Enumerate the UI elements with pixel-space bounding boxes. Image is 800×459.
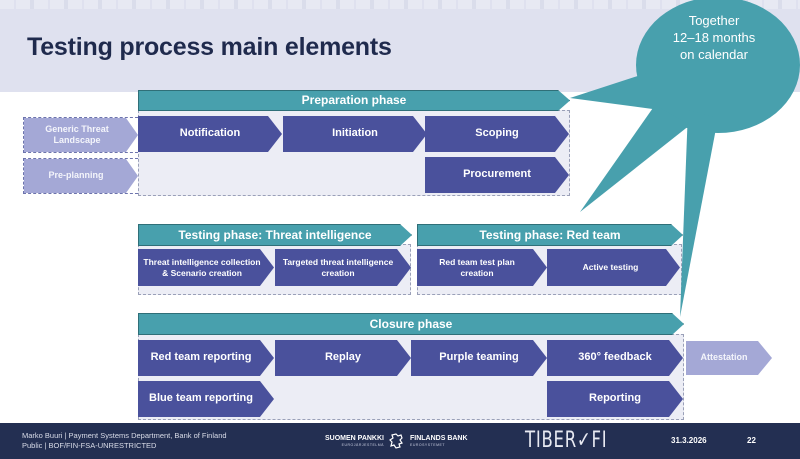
callout-line-1: Together (688, 13, 740, 28)
callout-tail-closure (680, 110, 718, 317)
callout-line-3: on calendar (680, 47, 748, 62)
pre-planning-outline (23, 158, 138, 194)
pre-generic-threat-landscape: Generic Threat Landscape (24, 118, 138, 152)
footer-date: 31.3.2026 (671, 436, 707, 445)
step-initiation: Initiation (283, 116, 427, 152)
closure-phase-banner: Closure phase (138, 313, 684, 335)
step-procurement: Procurement (425, 157, 569, 193)
generic-threat-landscape-outline (23, 117, 138, 153)
step-ti-collection: Threat intelligence collection & Scenari… (138, 249, 274, 286)
callout-line-2: 12–18 months (672, 30, 756, 45)
bank-sub-sv: EUROSYSTEMET (409, 443, 445, 447)
slide-title: Testing process main elements (27, 33, 392, 61)
step-scoping: Scoping (425, 116, 569, 152)
tiber-fi-logo: TIBER✓FI (525, 428, 608, 453)
footer-author: Marko Buuri | Payment Systems Department… (22, 431, 227, 440)
header-pattern (0, 0, 800, 9)
footer-classification: Public | BOF/FIN-FSA-UNRESTRICTED (22, 441, 157, 450)
pre-pre-planning: Pre-planning (24, 159, 138, 193)
post-attestation: Attestation (686, 341, 772, 375)
footer: Marko Buuri | Payment Systems Department… (0, 423, 800, 459)
step-purple-teaming: Purple teaming (411, 340, 547, 376)
step-red-team-plan: Red team test plan creation (417, 249, 547, 286)
step-blue-team-reporting: Blue team reporting (138, 381, 274, 417)
step-reporting: Reporting (547, 381, 683, 417)
testing-rt-phase-banner: Testing phase: Red team (417, 224, 683, 246)
step-active-testing: Active testing (547, 249, 680, 286)
bank-of-finland-logo: SUOMEN PANKKI EUROJÄRJESTELMÄ FINLANDS B… (325, 432, 468, 450)
step-red-team-reporting: Red team reporting (138, 340, 274, 376)
bank-sub-fi: EUROJÄRJESTELMÄ (341, 443, 384, 447)
bank-name-sv: FINLANDS BANK (409, 435, 468, 442)
lion-crest-icon (389, 433, 403, 449)
preparation-phase-banner: Preparation phase (138, 90, 570, 111)
step-targeted-ti: Targeted threat intelligence creation (275, 249, 411, 286)
testing-ti-phase-banner: Testing phase: Threat intelligence (138, 224, 412, 246)
callout-text: Together 12–18 months on calendar (655, 12, 773, 63)
step-notification: Notification (138, 116, 282, 152)
page-number: 22 (747, 436, 756, 445)
footer-info: Marko Buuri | Payment Systems Department… (22, 431, 227, 451)
step-360-feedback: 360° feedback (547, 340, 683, 376)
step-replay: Replay (275, 340, 411, 376)
callout-tail-testing (580, 105, 690, 212)
bank-name-fi: SUOMEN PANKKI (325, 435, 384, 442)
